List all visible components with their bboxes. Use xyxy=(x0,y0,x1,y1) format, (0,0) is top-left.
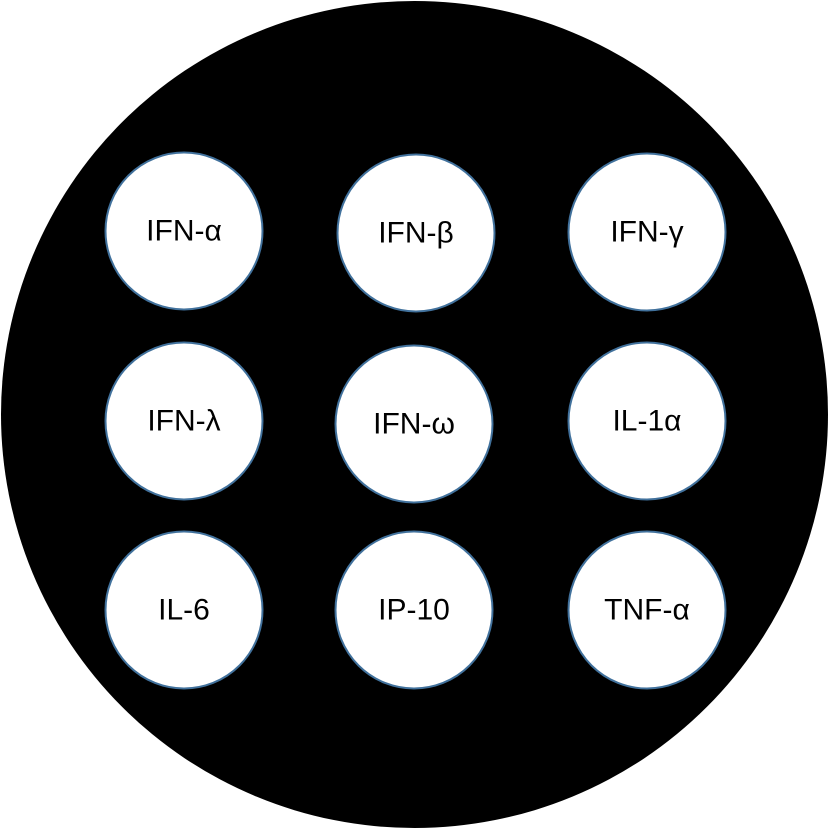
spot-label: IFN-λ xyxy=(147,404,221,437)
spot-label: IFN-α xyxy=(146,214,222,247)
spot-ifn-lambda: IFN-λ xyxy=(104,341,264,501)
spot-label: IL-6 xyxy=(158,593,210,626)
spot-ifn-alpha: IFN-α xyxy=(104,151,264,311)
spot-ifn-omega: IFN-ω xyxy=(334,344,494,504)
spot-tnf-alpha: TNF-α xyxy=(567,530,727,690)
spot-label: TNF-α xyxy=(604,593,690,626)
spot-il-1-alpha: IL-1α xyxy=(567,341,727,501)
spot-ifn-gamma: IFN-γ xyxy=(567,152,727,312)
spot-label: IP-10 xyxy=(378,593,450,626)
spot-label: IFN-β xyxy=(378,216,454,249)
spot-label: IL-1α xyxy=(612,404,682,437)
spot-ip-10: IP-10 xyxy=(334,530,494,690)
spot-il-6: IL-6 xyxy=(104,530,264,690)
spot-ifn-beta: IFN-β xyxy=(336,153,496,313)
spot-label: IFN-ω xyxy=(373,407,455,440)
spot-label: IFN-γ xyxy=(610,215,684,248)
